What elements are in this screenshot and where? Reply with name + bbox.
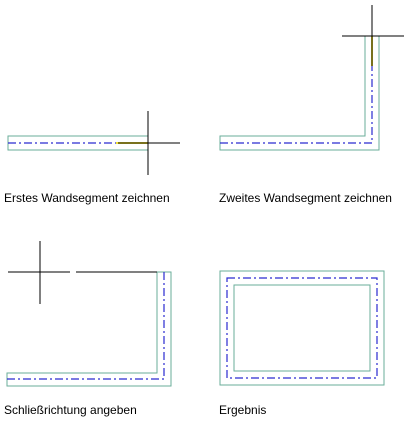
crosshair-cursor-icon	[8, 241, 70, 304]
caption-second-segment: Zweites Wandsegment zeichnen	[219, 191, 392, 205]
wall-centerline	[7, 272, 165, 380]
panel-result	[219, 270, 385, 386]
crosshair-cursor-icon	[342, 5, 404, 66]
wall-outline	[6, 271, 172, 387]
panel-closing-direction	[6, 241, 172, 387]
wall-outline	[219, 35, 380, 151]
wall-centerline	[220, 66, 373, 144]
caption-closing-direction: Schließrichtung angeben	[4, 403, 137, 417]
caption-first-segment: Erstes Wandsegment zeichnen	[4, 191, 170, 205]
crosshair-cursor-icon	[118, 111, 180, 175]
panel-second-segment	[219, 5, 404, 151]
wall-outline-inner	[233, 284, 371, 372]
caption-result: Ergebnis	[219, 403, 267, 417]
wall-outline-outer	[219, 270, 385, 386]
wall-centerline	[226, 277, 378, 379]
panel-first-segment	[7, 111, 180, 175]
